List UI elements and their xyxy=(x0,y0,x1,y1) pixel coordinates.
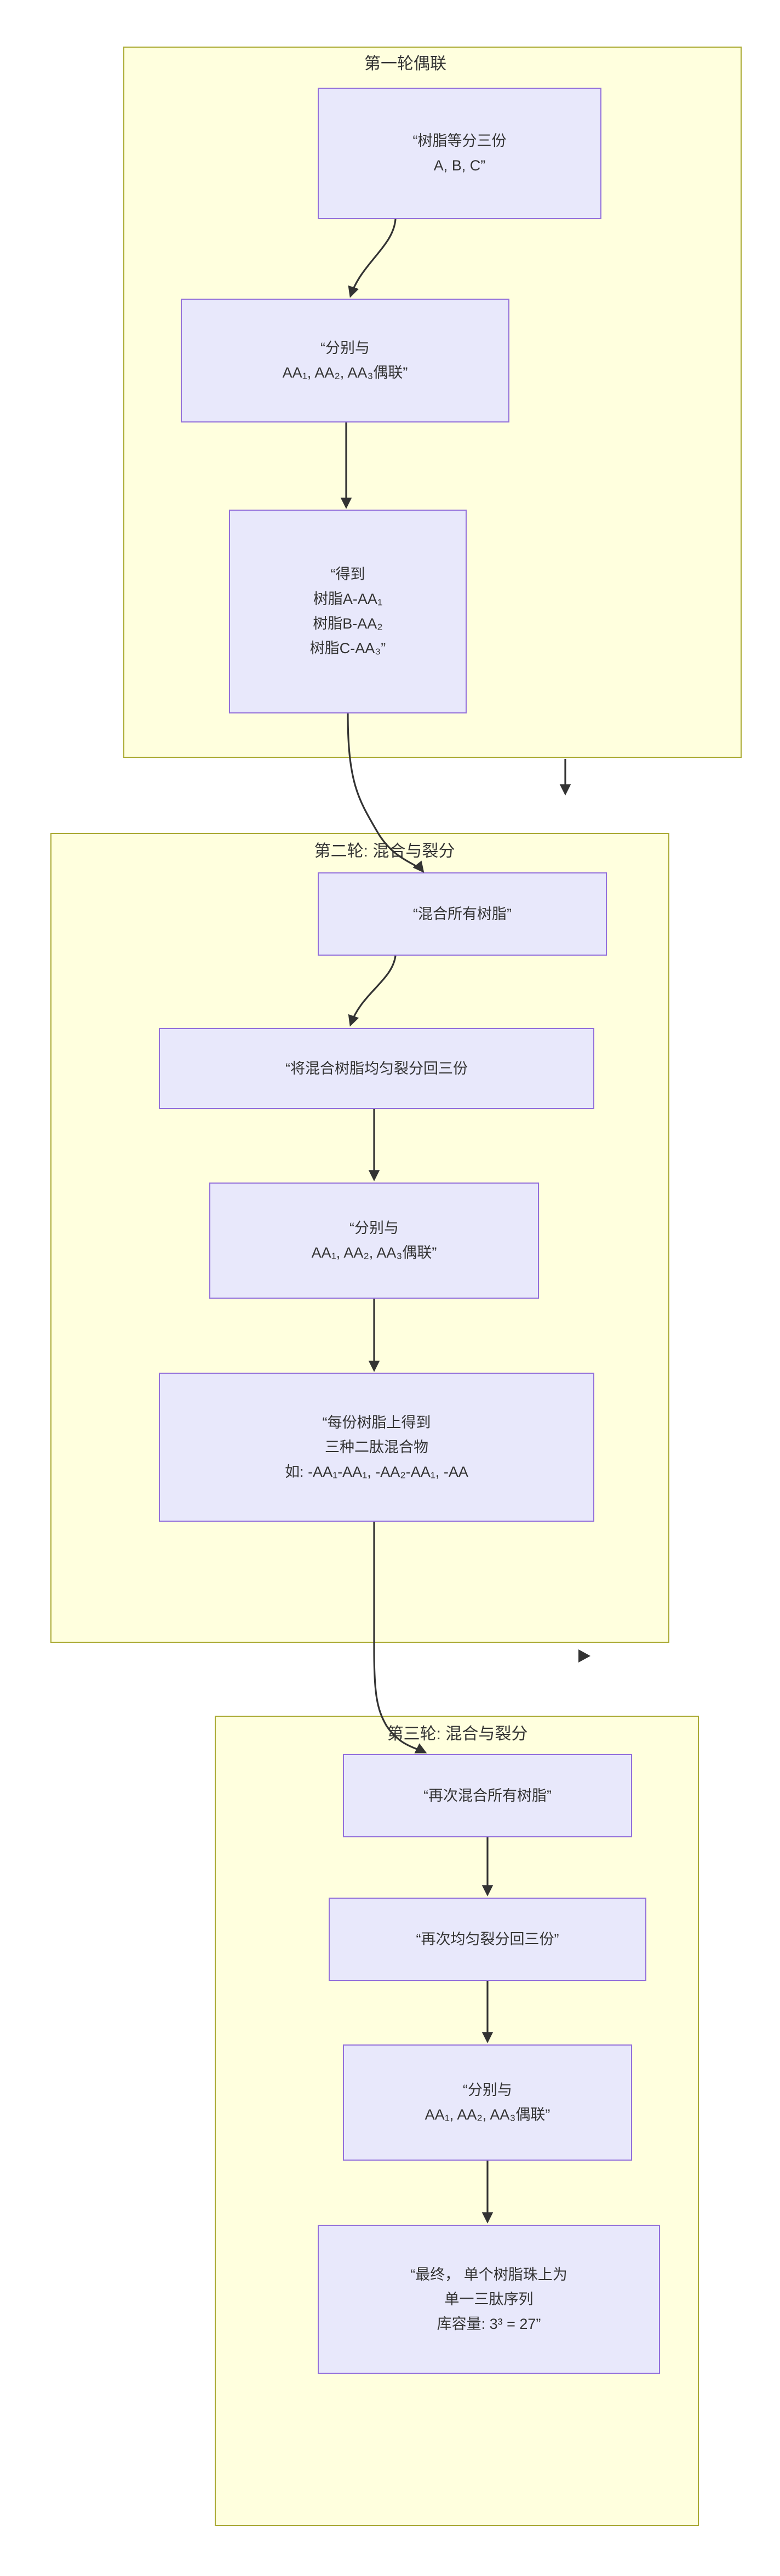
node-r3n1[interactable]: “再次混合所有树脂” xyxy=(343,1754,632,1837)
node-r2n4[interactable]: “每份树脂上得到 三种二肽混合物 如: -AA₁-AA₁, -AA₂-AA₁, … xyxy=(159,1373,594,1522)
node-r1n3-label: “得到 树脂A-AA₁ 树脂B-AA₂ 树脂C-AA₃” xyxy=(309,566,386,656)
node-r2n1[interactable]: “混合所有树脂” xyxy=(318,872,607,956)
node-r1n2[interactable]: “分别与 AA₁, AA₂, AA₃偶联” xyxy=(181,299,509,422)
node-r3n4-label: “最终， 单个树脂珠上为 单一三肽序列 库容量: 3³ = 27” xyxy=(410,2266,567,2332)
edge-cluster2-to-cluster3-marker xyxy=(578,1649,590,1663)
cluster-round3-title: 第三轮: 混合与裂分 xyxy=(387,1725,528,1743)
node-r3n1-label: “再次混合所有树脂” xyxy=(423,1787,552,1804)
node-r2n4-label: “每份树脂上得到 三种二肽混合物 如: -AA₁-AA₁, -AA₂-AA₁, … xyxy=(285,1414,468,1480)
node-r3n2-label: “再次均匀裂分回三份” xyxy=(416,1930,559,1947)
node-r3n2[interactable]: “再次均匀裂分回三份” xyxy=(329,1898,646,1981)
cluster-round2-title: 第二轮: 混合与裂分 xyxy=(314,842,455,860)
node-r3n3-label: “分别与 AA₁, AA₂, AA₃偶联” xyxy=(425,2082,550,2123)
node-r1n3[interactable]: “得到 树脂A-AA₁ 树脂B-AA₂ 树脂C-AA₃” xyxy=(229,510,467,713)
node-r1n1-label: “树脂等分三份 A, B, C” xyxy=(412,133,507,174)
node-r2n1-label: “混合所有树脂” xyxy=(413,905,512,922)
node-r3n4[interactable]: “最终， 单个树脂珠上为 单一三肽序列 库容量: 3³ = 27” xyxy=(318,2225,660,2374)
node-r2n2-label: “将混合树脂均匀裂分回三份 xyxy=(285,1060,468,1077)
node-r3n3[interactable]: “分别与 AA₁, AA₂, AA₃偶联” xyxy=(343,2044,632,2161)
node-r1n1[interactable]: “树脂等分三份 A, B, C” xyxy=(318,88,601,219)
node-r2n3-label: “分别与 AA₁, AA₂, AA₃偶联” xyxy=(311,1220,437,1261)
node-r2n3[interactable]: “分别与 AA₁, AA₂, AA₃偶联” xyxy=(209,1183,539,1299)
node-r2n2[interactable]: “将混合树脂均匀裂分回三份 xyxy=(159,1028,594,1109)
node-r1n2-label: “分别与 AA₁, AA₂, AA₃偶联” xyxy=(282,340,408,381)
cluster-round1-title: 第一轮偶联 xyxy=(364,55,446,73)
